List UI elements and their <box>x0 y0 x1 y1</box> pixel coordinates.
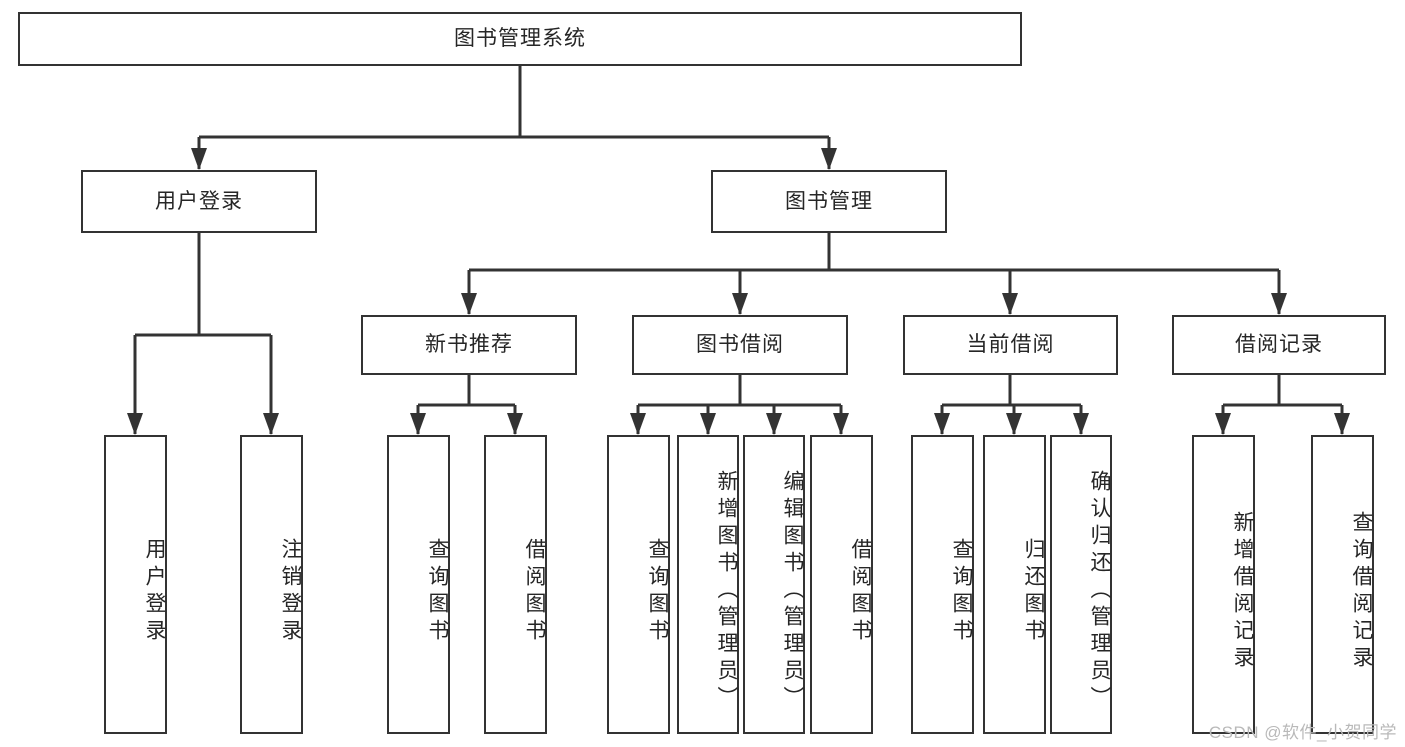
node-leaf-add-borrowing-record[interactable]: 新增借阅记录 <box>1192 435 1255 734</box>
node-label: 图书管理系统 <box>454 27 586 51</box>
node-label: 用户登录 <box>155 189 243 213</box>
node-label: 用户登录 <box>143 537 166 646</box>
node-leaf-logout[interactable]: 注销登录 <box>240 435 303 734</box>
node-leaf-query-book-recommendation[interactable]: 查询图书 <box>387 435 450 734</box>
node-label: 新增图书（管理员） <box>715 470 738 713</box>
node-leaf-borrow-book[interactable]: 借阅图书 <box>810 435 873 734</box>
node-label: 当前借阅 <box>966 333 1055 357</box>
node-leaf-add-book-admin[interactable]: 新增图书（管理员） <box>677 435 739 734</box>
node-leaf-return-book[interactable]: 归还图书 <box>983 435 1046 734</box>
node-label: 借阅图书 <box>523 537 546 646</box>
node-new-book-recommendation[interactable]: 新书推荐 <box>361 315 577 375</box>
node-user-login[interactable]: 用户登录 <box>81 170 317 233</box>
node-label: 新增借阅记录 <box>1231 510 1254 673</box>
node-borrowing-record[interactable]: 借阅记录 <box>1172 315 1386 375</box>
node-root-book-management-system[interactable]: 图书管理系统 <box>18 12 1022 66</box>
node-label: 注销登录 <box>279 537 302 646</box>
node-current-borrowing[interactable]: 当前借阅 <box>903 315 1118 375</box>
node-label: 图书管理 <box>785 189 873 213</box>
csdn-watermark: CSDN @软件_小贺同学 <box>1208 723 1397 742</box>
node-book-borrowing[interactable]: 图书借阅 <box>632 315 848 375</box>
node-leaf-query-borrowing-record[interactable]: 查询借阅记录 <box>1311 435 1374 734</box>
node-label: 确认归还（管理员） <box>1088 470 1111 713</box>
node-label: 查询图书 <box>646 537 669 646</box>
node-label: 查询图书 <box>426 537 449 646</box>
node-leaf-user-login[interactable]: 用户登录 <box>104 435 167 734</box>
node-label: 借阅图书 <box>849 537 872 646</box>
node-label: 借阅记录 <box>1235 333 1323 357</box>
node-label: 新书推荐 <box>425 333 513 357</box>
node-leaf-query-book-borrowing[interactable]: 查询图书 <box>607 435 670 734</box>
node-label: 编辑图书（管理员） <box>781 470 804 713</box>
node-label: 归还图书 <box>1022 537 1045 646</box>
node-label: 查询借阅记录 <box>1350 510 1373 673</box>
node-leaf-confirm-return-admin[interactable]: 确认归还（管理员） <box>1050 435 1112 734</box>
node-leaf-query-book-current[interactable]: 查询图书 <box>911 435 974 734</box>
node-book-management[interactable]: 图书管理 <box>711 170 947 233</box>
node-leaf-borrow-book-recommendation[interactable]: 借阅图书 <box>484 435 547 734</box>
node-label: 查询图书 <box>950 537 973 646</box>
node-label: 图书借阅 <box>696 333 784 357</box>
node-leaf-edit-book-admin[interactable]: 编辑图书（管理员） <box>743 435 805 734</box>
